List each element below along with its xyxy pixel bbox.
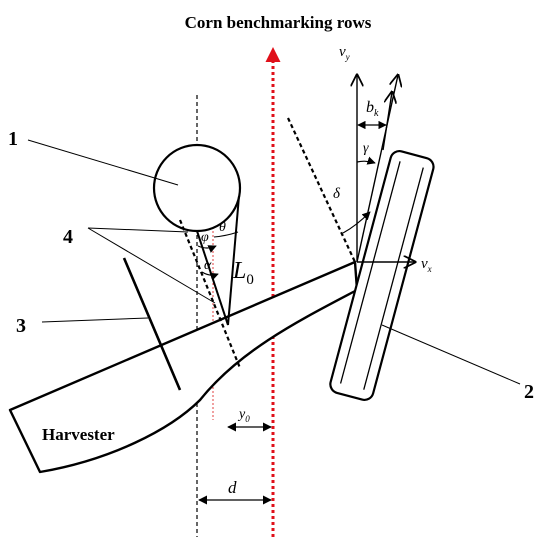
leader-part1 — [27, 139, 179, 186]
symbol-y0: y0 — [237, 407, 250, 424]
delta-arc — [342, 211, 371, 234]
divider-axis-dashed — [178, 219, 242, 369]
phi-arc — [197, 245, 217, 253]
symbol-gamma: γ — [363, 141, 369, 156]
symbol-d: d — [228, 478, 237, 497]
symbol-phi: φ — [201, 230, 209, 245]
symbol-bk: bk — [366, 99, 379, 119]
label-part3: 3 — [16, 315, 26, 337]
harvester-body — [8, 260, 359, 474]
wheel-offset-vector — [382, 92, 392, 151]
diagram-title: Corn benchmarking rows — [185, 13, 372, 32]
delta-reference-dashed — [287, 117, 356, 263]
symbol-delta: δ — [333, 186, 341, 202]
divider-bar — [122, 257, 182, 391]
guide-plate-left — [196, 230, 229, 326]
gamma-arc — [356, 156, 376, 165]
leader-part3 — [41, 317, 149, 323]
roller-circle — [152, 143, 242, 233]
wheel-direction-vector — [356, 75, 398, 263]
label-part2: 2 — [524, 381, 534, 403]
symbol-vy: vy — [339, 44, 350, 62]
theta-arc — [213, 231, 239, 238]
symbol-L0: L0 — [232, 258, 254, 288]
symbol-vx: vx — [421, 256, 432, 274]
wheel — [329, 150, 435, 402]
leader-part2 — [381, 324, 521, 385]
label-part4: 4 — [63, 226, 73, 248]
symbol-theta: θ — [219, 220, 226, 235]
leader-part4-b — [87, 227, 216, 304]
symbol-alpha: α — [204, 258, 212, 273]
leader-part4-a — [87, 227, 189, 233]
label-harvester: Harvester — [42, 425, 115, 444]
alpha-arc — [201, 271, 219, 281]
label-part1: 1 — [8, 128, 18, 150]
guide-plate-right — [227, 195, 240, 326]
